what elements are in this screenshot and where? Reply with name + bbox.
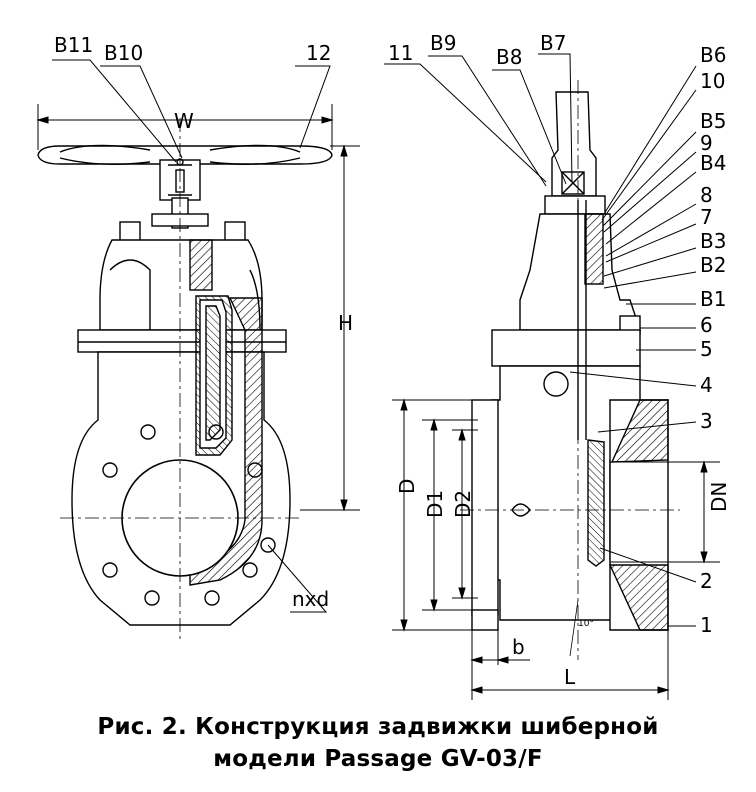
h-dimension — [300, 144, 360, 512]
label-9: 9 — [700, 131, 713, 155]
label-b1: B1 — [700, 287, 726, 311]
handwheel — [37, 144, 333, 201]
label-11: 11 — [388, 41, 413, 65]
label-7: 7 — [700, 205, 713, 229]
figure-caption-line2: модели Passage GV-03/F — [213, 746, 543, 772]
dn-dimension — [610, 460, 720, 564]
label-b5: B5 — [700, 109, 726, 133]
label-12: 12 — [306, 41, 331, 65]
label-10: 10 — [700, 69, 725, 93]
label-b8: B8 — [496, 45, 522, 69]
label-1: 1 — [700, 613, 713, 637]
label-angle: 10° — [578, 619, 594, 629]
d-dimensions — [392, 398, 478, 632]
side-view — [460, 80, 680, 660]
w-dimension — [36, 104, 334, 150]
label-d1: D1 — [423, 490, 447, 518]
label-b2: B2 — [700, 253, 726, 277]
label-3: 3 — [700, 409, 713, 433]
label-l: L — [564, 665, 576, 689]
label-d: D — [395, 479, 419, 494]
figure-caption-line1: Рис. 2. Конструкция задвижки шиберной — [97, 714, 659, 740]
label-b4: B4 — [700, 151, 726, 175]
label-h: H — [338, 311, 353, 335]
label-2: 2 — [700, 569, 713, 593]
label-4: 4 — [700, 373, 713, 397]
label-b11: B11 — [54, 33, 93, 57]
label-b10: B10 — [104, 41, 143, 65]
label-b9: B9 — [430, 31, 456, 55]
labels: B11 B10 12 W H nxd 11 B9 B8 B7 B6 10 B5 … — [54, 31, 731, 689]
label-dn: DN — [707, 482, 731, 512]
label-5: 5 — [700, 337, 713, 361]
label-d2: D2 — [451, 490, 475, 518]
label-b: b — [512, 635, 525, 659]
label-b7: B7 — [540, 31, 566, 55]
label-b6: B6 — [700, 43, 726, 67]
front-view — [37, 118, 333, 640]
label-nxd: nxd — [292, 587, 329, 611]
label-b3: B3 — [700, 229, 726, 253]
label-6: 6 — [700, 313, 713, 337]
label-w: W — [174, 109, 194, 133]
bl-dimensions — [470, 630, 670, 700]
label-8: 8 — [700, 183, 713, 207]
